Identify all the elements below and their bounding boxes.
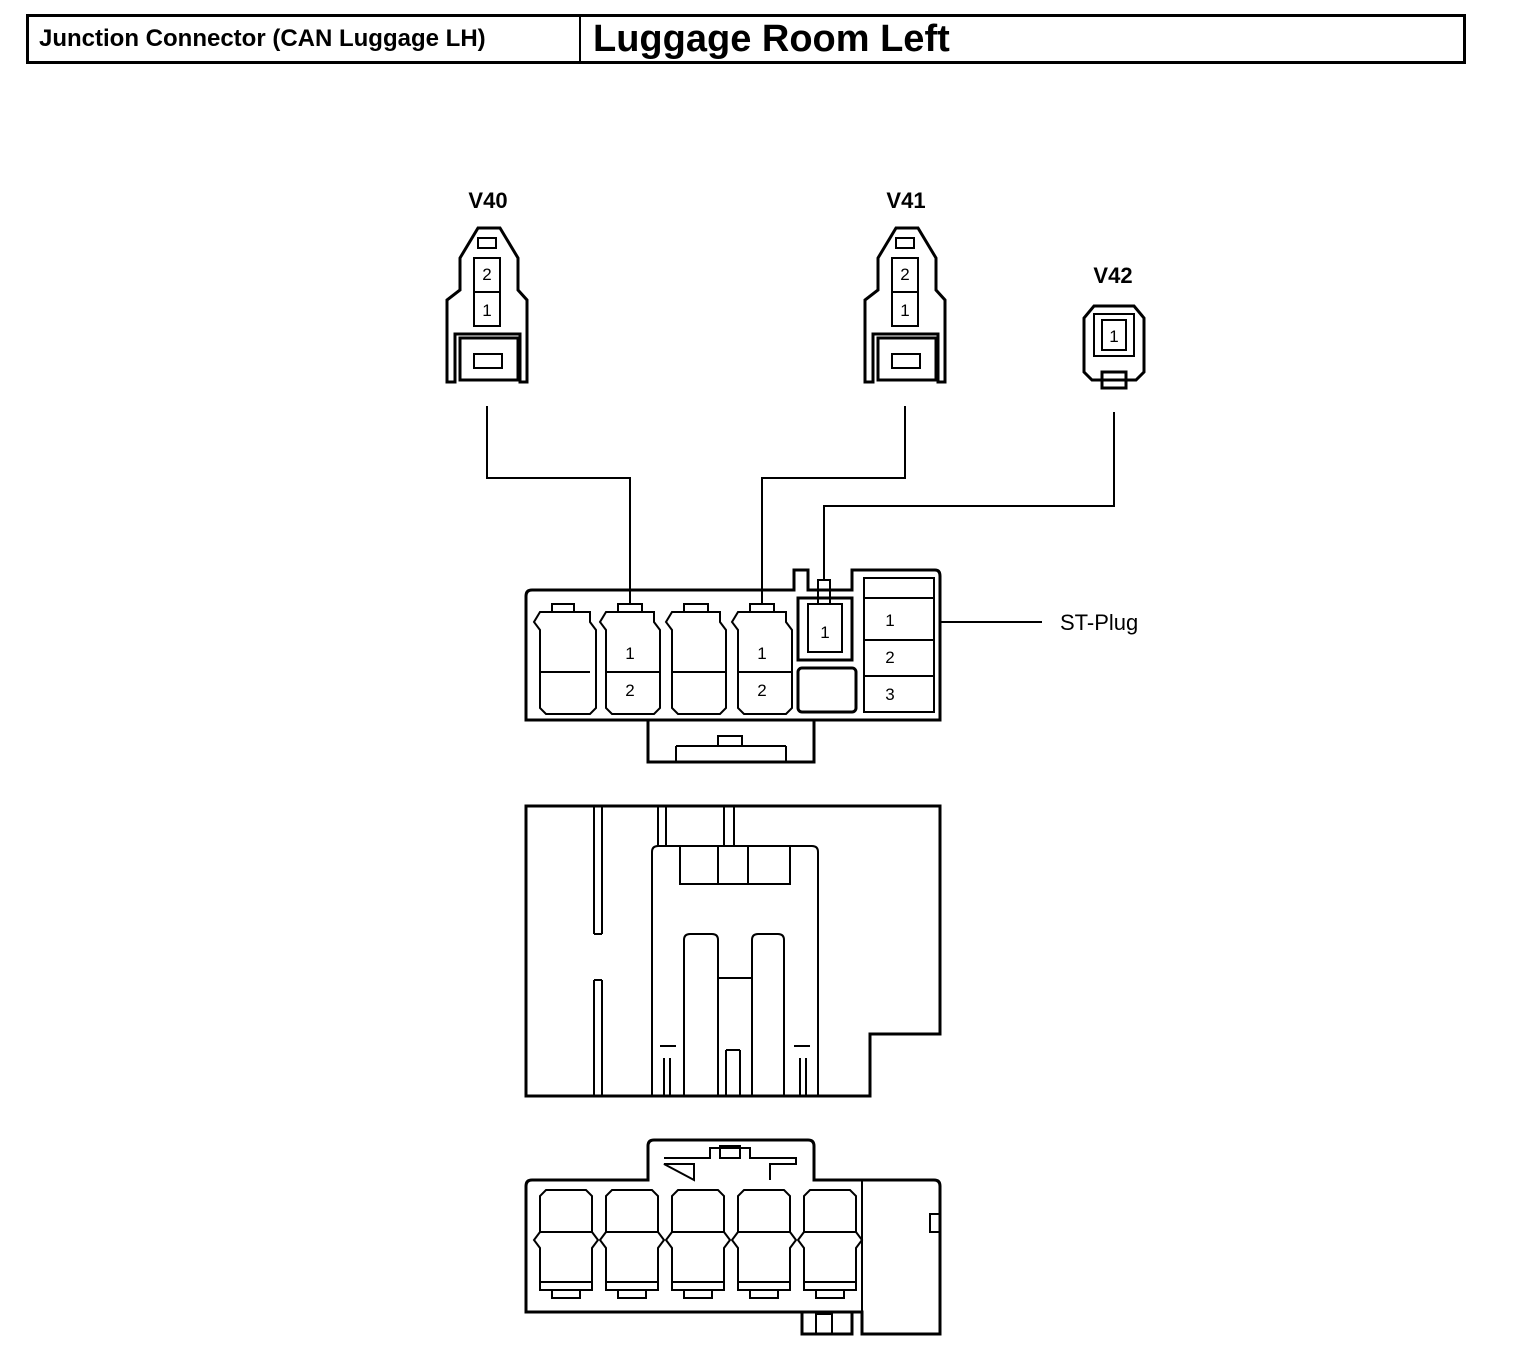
cavity-b-pin-2: 2 <box>625 681 634 700</box>
connector-v40: V40 2 1 <box>445 188 529 384</box>
cavity-b-pin-1: 1 <box>625 644 634 663</box>
st-plug-label: ST-Plug <box>1060 610 1138 635</box>
st-plug-pin-3: 3 <box>885 685 894 704</box>
wire-v41 <box>761 406 906 604</box>
location-name: Luggage Room Left <box>593 17 950 60</box>
rear-cavity-3 <box>664 1189 732 1299</box>
wire-v42 <box>823 412 1115 580</box>
st-plug: 1 2 3 <box>863 577 935 713</box>
v42-pin-1: 1 <box>1109 327 1118 346</box>
rear-cavity-1 <box>532 1189 600 1299</box>
component-name: Junction Connector (CAN Luggage LH) <box>29 17 581 61</box>
v41-pin-1: 1 <box>900 301 909 320</box>
rear-cavity-2 <box>598 1189 666 1299</box>
cavity-b: 1 2 <box>598 603 661 715</box>
st-plug-pin-1: 1 <box>885 611 894 630</box>
cavity-a <box>532 603 597 715</box>
st-plug-pin-2: 2 <box>885 648 894 667</box>
cavity-d-pin-2: 2 <box>757 681 766 700</box>
cavity-c <box>664 603 727 715</box>
junction-connector-top <box>524 804 942 1098</box>
rear-cavity-4 <box>730 1189 798 1299</box>
connector-v41: V41 2 1 <box>863 188 947 384</box>
junction-connector-front: 1 2 1 2 1 1 <box>524 568 1138 764</box>
cavity-d: 1 2 <box>730 603 793 715</box>
connector-v42-label: V42 <box>1093 263 1132 288</box>
connector-v42: V42 1 <box>1082 263 1146 390</box>
v41-pin-2: 2 <box>900 265 909 284</box>
cavity-e-pin-1: 1 <box>820 623 829 642</box>
title-header: Junction Connector (CAN Luggage LH) Lugg… <box>26 14 1466 64</box>
v40-pin-2: 2 <box>482 265 491 284</box>
junction-connector-rear <box>524 1138 942 1336</box>
wiring <box>486 406 1115 623</box>
v40-pin-1: 1 <box>482 301 491 320</box>
cavity-d-pin-1: 1 <box>757 644 766 663</box>
rear-cavity-5 <box>796 1189 864 1299</box>
connector-v41-label: V41 <box>886 188 925 213</box>
connector-v40-label: V40 <box>468 188 507 213</box>
cavity-e: 1 <box>796 579 858 714</box>
wire-v40 <box>486 406 631 604</box>
